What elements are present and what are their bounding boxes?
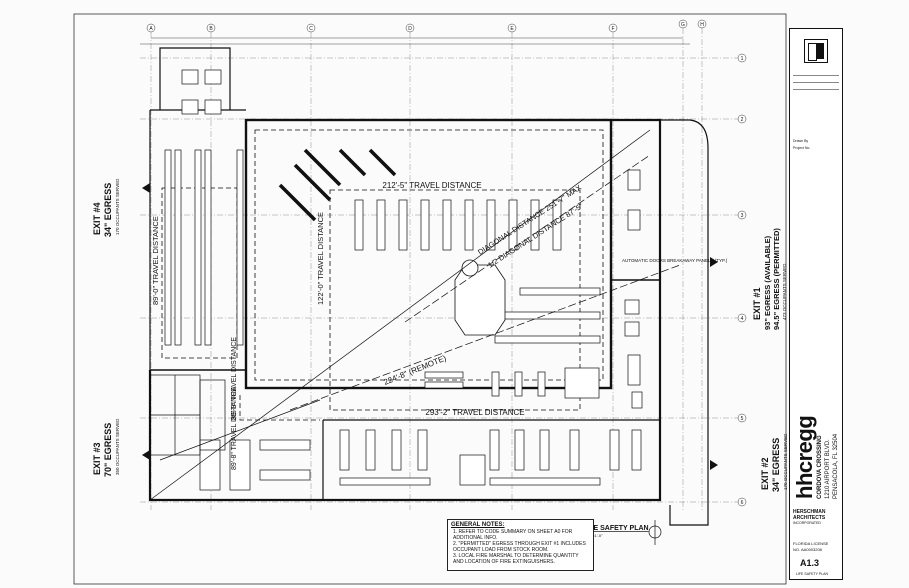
travel-lines (149, 129, 681, 501)
restroom-block (149, 374, 226, 456)
exit-3-callout: EXIT #3 70" EGRESS 350 OCCUPANTS SERVED (92, 418, 120, 477)
grid-rows (737, 53, 747, 507)
exit-4-callout: EXIT #4 34" EGRESS 170 OCCUPANTS SERVED (92, 178, 120, 237)
grid-col-g: G (681, 22, 685, 28)
auto-doors-label: AUTOMATIC DOORS BREAKAWAY PANELS (TYP.) (622, 258, 728, 263)
general-note-3: 3. LOCAL FIRE MARSHAL TO DETERMINE QUANT… (453, 553, 579, 565)
firm-logo-text: hhcregg (792, 415, 817, 499)
project-no-label: Project No. (793, 146, 811, 150)
exit-4-title: EXIT #4 (92, 202, 102, 235)
service-counter (454, 259, 506, 336)
license-number: NO. AA0003208 (793, 547, 822, 552)
grid-row-2: 2 (741, 117, 744, 123)
grid-row-3: 3 (741, 213, 744, 219)
grid-col-a: A (149, 26, 153, 32)
sheet-border (73, 13, 787, 585)
grid-row-1: 1 (741, 56, 744, 62)
grid-columns (146, 19, 707, 33)
grid-row-6: 6 (741, 500, 744, 506)
exit-2-callout: EXIT #2 34" EGRESS 170 OCCUPANTS SERVED (760, 433, 788, 492)
exit-1-occ: 473 OCCUPANTS SERVED (782, 263, 787, 320)
remote-label: 224'-8" (REMOTE) (382, 353, 447, 386)
project-address-2: PENSACOLA, FL 32504 (833, 433, 839, 499)
fixtures (164, 69, 643, 491)
sheet-title-small: LIFE SAFETY PLAN (796, 572, 829, 576)
exit-1-width: 93" EGRESS (AVAILABLE) (763, 235, 772, 330)
exit-1-width2: 94.5" EGRESS (PERMITTED) (772, 228, 781, 330)
grid-col-b: B (209, 26, 213, 32)
travel-top-label: 212'-5" TRAVEL DISTANCE (382, 181, 481, 190)
general-note-2: 2. "PERMITTED" EGRESS THROUGH EXIT #1 IN… (453, 541, 586, 553)
firm-name-3: INCORPORATED (793, 521, 821, 525)
travel-lower-left-label: 89'-8" TRAVEL DISTANCE (231, 337, 238, 420)
revision-block (793, 69, 839, 159)
grid-col-f: F (611, 26, 614, 32)
grid-col-d: D (408, 26, 412, 32)
general-notes-heading: GENERAL NOTES: (451, 522, 505, 528)
exit-arrows (142, 183, 718, 470)
grid-row-4: 4 (741, 316, 744, 322)
north-arrow-icon (648, 520, 662, 545)
grid-col-h: H (700, 22, 704, 28)
sheet-number: A1.3 (800, 558, 820, 568)
travel-left-inner-label: 122'-0" TRAVEL DISTANCE (316, 212, 325, 305)
travel-left-outer-label: 89'-0" TRAVEL DISTANCE (151, 216, 160, 305)
exit-3-occ: 350 OCCUPANTS SERVED (115, 418, 120, 475)
exit-2-title: EXIT #2 (760, 457, 770, 490)
grid-col-e: E (510, 26, 514, 32)
firm-name-1: HERSCHMAN (793, 509, 826, 515)
license-label: FLORIDA LICENSE (793, 541, 829, 546)
exit-2-width: 34" EGRESS (771, 438, 781, 492)
exit-3-width: 70" EGRESS (103, 423, 113, 477)
travel-lower-left2-label: 89'-8" TRAVEL DISTANCE (231, 387, 238, 470)
general-note-1: 1. REFER TO CODE SUMMARY ON SHEET A0 FOR… (453, 529, 573, 541)
exit-1-title: EXIT #1 (752, 287, 762, 320)
firm-logo-mark (804, 39, 828, 63)
general-notes: GENERAL NOTES: 1. REFER TO CODE SUMMARY … (447, 519, 594, 571)
travel-bottom-label: 293'-2" TRAVEL DISTANCE (425, 408, 524, 417)
grid-row-5: 5 (741, 416, 744, 422)
exit-2-occ: 170 OCCUPANTS SERVED (783, 433, 788, 490)
exit-4-width: 34" EGRESS (103, 183, 113, 237)
title-block: Drawn By Project No. hhcregg CORDOVA CRO… (789, 28, 843, 580)
drawn-by-label: Drawn By (793, 139, 809, 143)
exit-4-occ: 170 OCCUPANTS SERVED (115, 178, 120, 235)
firm-name-2: ARCHITECTS (793, 515, 826, 521)
grid-col-c: C (309, 26, 313, 32)
exit-3-title: EXIT #3 (92, 442, 102, 475)
project-name: CORDOVA CROSSING (817, 435, 823, 499)
drawing-title: LIFE SAFETY PLAN (583, 525, 649, 532)
exit-1-callout: EXIT #1 93" EGRESS (AVAILABLE) 94.5" EGR… (752, 228, 787, 330)
angled-fixtures (278, 148, 397, 222)
project-address-1: 1210 AIRPORT BLVD. (825, 439, 831, 499)
